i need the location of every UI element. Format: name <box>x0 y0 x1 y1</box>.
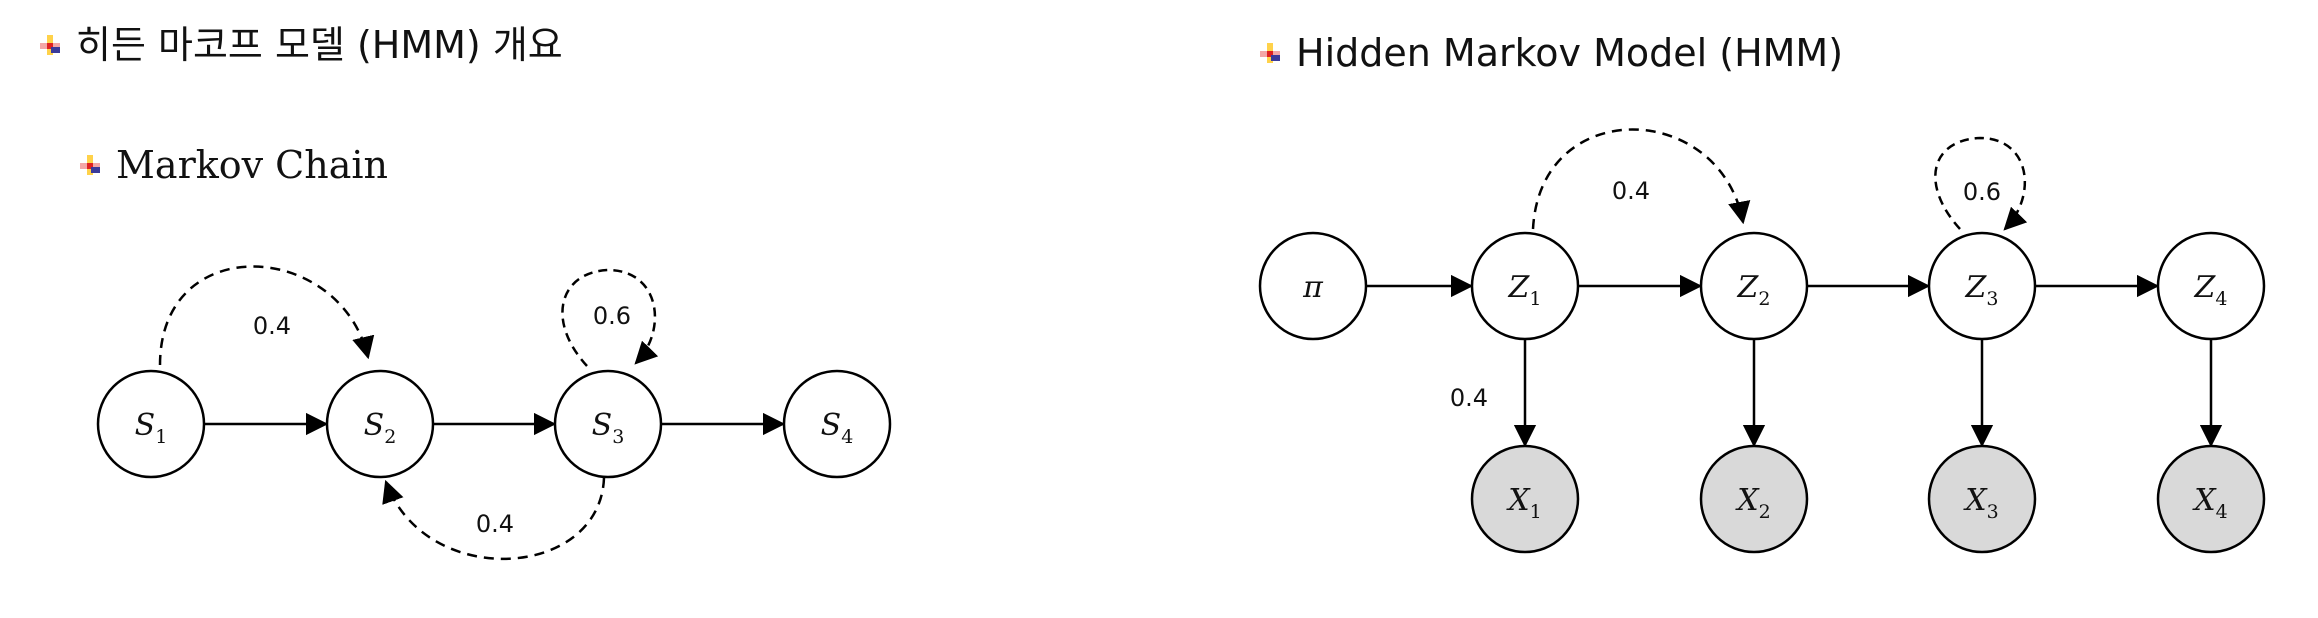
arc-label: 0.4 <box>1612 177 1650 205</box>
state-node: S1 <box>96 369 206 479</box>
svg-text:S4: S4 <box>821 408 854 448</box>
arc-z3-self <box>1934 136 2028 231</box>
svg-text:X2: X2 <box>1735 483 1770 523</box>
state-node: S3 <box>553 369 663 479</box>
hmm-diagram: 0.4 0.6 0.4 π Z1 Z2 Z3 Z4 X1 <box>1258 128 2266 554</box>
arc-s1-s2 <box>158 265 375 366</box>
arc-label: 0.4 <box>253 312 291 340</box>
bullet-icon <box>1260 43 1280 63</box>
left-subtitle-text: Markov Chain <box>116 143 389 187</box>
arc-s3-self <box>561 268 659 367</box>
arc-label: 0.4 <box>476 510 514 538</box>
state-node: S2 <box>325 369 435 479</box>
observed-node: X1 <box>1470 444 1580 554</box>
arc-label: 0.6 <box>593 302 631 330</box>
left-title: 히든 마코프 모델 (HMM) 개요 <box>38 26 563 64</box>
observed-node: X2 <box>1699 444 1809 554</box>
svg-text:Z4: Z4 <box>2194 270 2228 310</box>
left-title-text: 히든 마코프 모델 (HMM) 개요 <box>76 23 563 67</box>
svg-text:X3: X3 <box>1963 483 1998 523</box>
svg-text:Z3: Z3 <box>1965 270 1999 310</box>
right-title: Hidden Markov Model (HMM) <box>1258 34 1843 72</box>
svg-text:π: π <box>1302 270 1324 305</box>
arc-z1-z2 <box>1531 128 1751 230</box>
markov-chain-diagram: 0.4 0.6 0.4 S1 S2 S3 S4 <box>96 265 892 560</box>
svg-text:Z2: Z2 <box>1737 270 1771 310</box>
bullet-icon <box>80 155 100 175</box>
right-title-text: Hidden Markov Model (HMM) <box>1296 31 1844 75</box>
initial-node: π <box>1258 231 1368 341</box>
svg-text:Z1: Z1 <box>1508 270 1542 310</box>
state-node: S4 <box>782 369 892 479</box>
observed-node: X3 <box>1927 444 2037 554</box>
bullet-icon <box>40 35 60 55</box>
svg-text:S3: S3 <box>592 408 625 448</box>
hidden-state-node: Z2 <box>1699 231 1809 341</box>
arc-label: 0.6 <box>1963 178 2001 206</box>
svg-text:X1: X1 <box>1506 483 1541 523</box>
left-subtitle: Markov Chain <box>78 146 388 184</box>
arc-label: 0.4 <box>1450 384 1488 412</box>
observed-node: X4 <box>2156 444 2266 554</box>
hidden-state-node: Z4 <box>2156 231 2266 341</box>
hidden-state-node: Z3 <box>1927 231 2037 341</box>
svg-text:S1: S1 <box>135 408 168 448</box>
svg-text:X4: X4 <box>2192 483 2227 523</box>
svg-text:S2: S2 <box>364 408 397 448</box>
arc-s3-s2 <box>382 477 606 560</box>
hidden-state-node: Z1 <box>1470 231 1580 341</box>
